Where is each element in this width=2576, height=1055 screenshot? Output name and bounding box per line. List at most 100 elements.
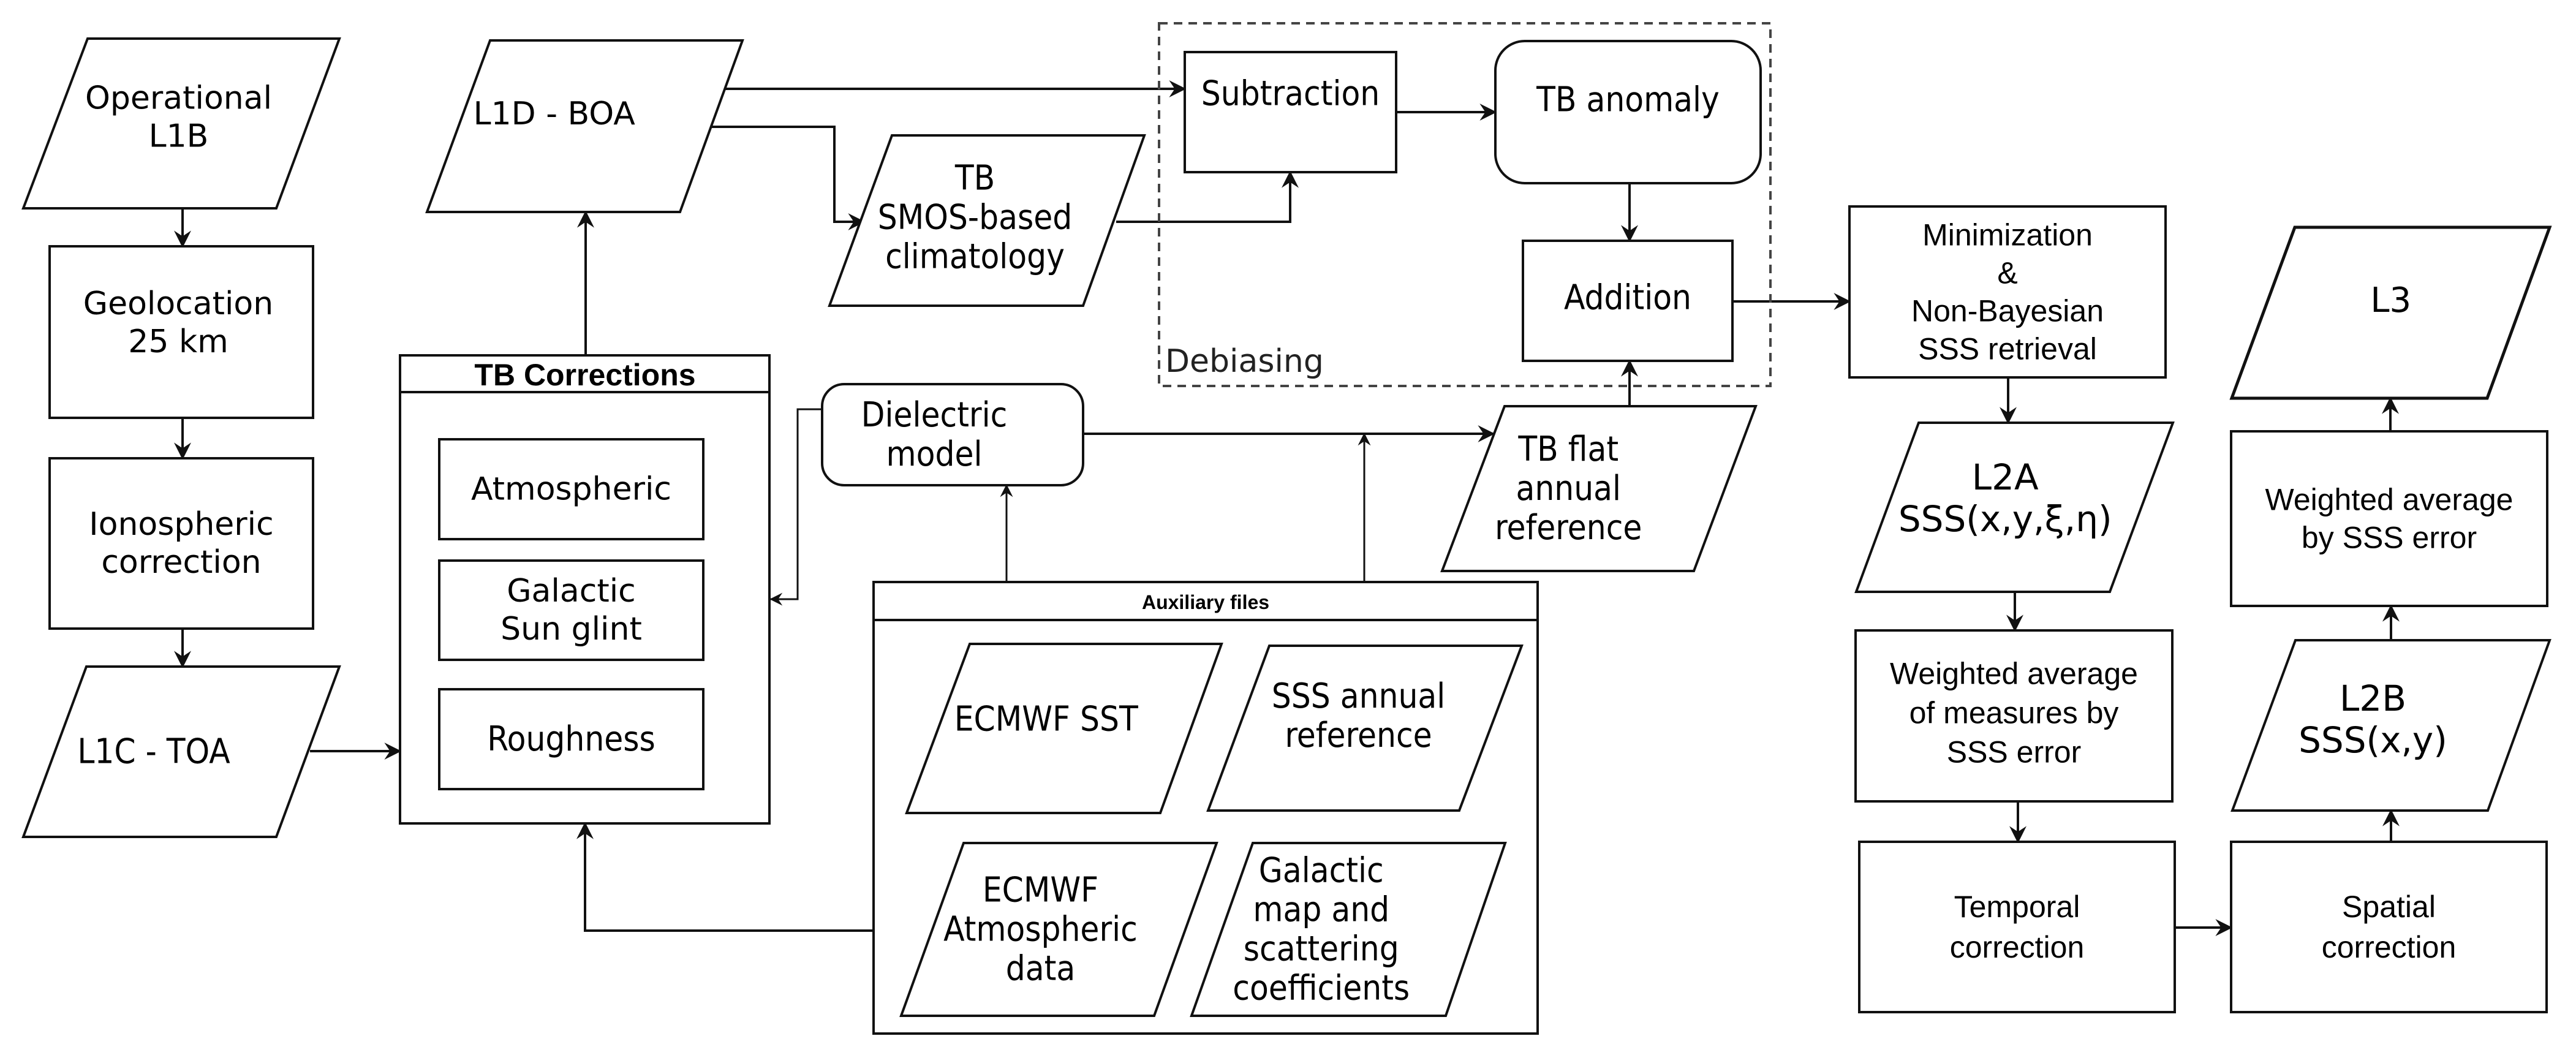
subtraction-shape — [1184, 51, 1397, 173]
ionospheric-label-line: Ionospheric — [89, 506, 273, 543]
ecmwf-sst-node: ECMWF SST — [905, 643, 1223, 814]
l2b-label-line: L2B — [2340, 678, 2406, 719]
galactic-sunglint-label-line: Galactic — [507, 573, 636, 610]
weighted-measures-label-line: of measures by — [1909, 696, 2119, 730]
spatial-correction-shape — [2230, 841, 2548, 1013]
atmospheric-label-line: Atmospheric — [471, 471, 671, 508]
ionospheric-label-line: correction — [101, 544, 261, 581]
ecmwf-atmospheric-label-line: ECMWF — [983, 871, 1098, 910]
dielectric-model-shape — [821, 383, 1084, 486]
debiasing-group: Debiasing — [1158, 22, 1772, 387]
minimization-label-line: Minimization — [1922, 218, 2093, 252]
ecmwf-atmospheric-label-line: data — [1006, 949, 1075, 989]
edge-l1d-boa-to-tb-smos-climatology — [711, 126, 866, 230]
tb-corrections-header: TB Corrections — [474, 358, 695, 392]
dielectric-model-label-line: model — [886, 434, 983, 474]
l2a-label-line: SSS(x,y,ξ,η) — [1898, 498, 2112, 540]
l2a-shape — [1854, 422, 2175, 593]
l1c-toa-shape — [21, 665, 341, 838]
minimization-shape — [1848, 205, 2167, 379]
geolocation-label-line: 25 km — [128, 323, 228, 360]
edge-ecmwf-atmospheric-to-tb-corrections — [576, 822, 940, 932]
tb-flat-reference-label-line: annual — [1516, 469, 1621, 509]
spatial-correction-label-line: Spatial — [2342, 890, 2436, 924]
l3-node: L3 — [2229, 225, 2552, 400]
sss-annual-reference-label-line: SSS annual — [1272, 676, 1446, 716]
l1d-boa-shape — [425, 39, 744, 213]
edge-dielectric-model-to-tb-corrections — [769, 408, 822, 606]
ecmwf-sst-shape — [905, 643, 1223, 814]
spatial-correction-node: Spatial correction — [2230, 841, 2548, 1013]
tb-smos-climatology-label-line: climatology — [885, 237, 1065, 277]
l1c-toa-label-line: L1C - TOA — [77, 732, 230, 772]
auxiliary-files-header: Auxiliary files — [1142, 591, 1269, 613]
addition-node: Addition — [1522, 240, 1734, 362]
l3-shape — [2229, 225, 2552, 400]
galactic-map-label-line: map and — [1253, 890, 1389, 930]
operational-l1b-label-line: L1B — [149, 118, 209, 155]
galactic-map-shape — [1190, 842, 1507, 1017]
subtraction-node: Subtraction — [1184, 51, 1397, 173]
tb-anomaly-label-line: TB anomaly — [1536, 80, 1720, 120]
galactic-map-label-line: scattering — [1244, 929, 1399, 969]
tb-smos-climatology-label-line: SMOS-based — [878, 198, 1072, 238]
geolocation-shape — [48, 245, 314, 419]
weighted-measures-label-line: Weighted average — [1890, 657, 2138, 691]
weighted-sss-error-node: Weighted average by SSS error — [2230, 430, 2548, 607]
tb-flat-reference-label-line: reference — [1495, 508, 1642, 548]
weighted-measures-label-line: SSS error — [1947, 735, 2082, 770]
spatial-correction-label-line: correction — [2322, 930, 2457, 964]
ecmwf-atmospheric-shape — [899, 842, 1218, 1017]
temporal-correction-label-line: Temporal — [1954, 890, 2080, 924]
geolocation-label-line: Geolocation — [83, 285, 273, 322]
weighted-measures-node: Weighted average of measures by SSS error — [1854, 629, 2174, 803]
l3-label-line: L3 — [2370, 281, 2411, 320]
l2b-shape — [2230, 639, 2551, 812]
addition-label-line: Addition — [1564, 278, 1691, 318]
weighted-sss-error-label-line: by SSS error — [2302, 521, 2477, 555]
tb-anomaly-shape — [1494, 40, 1762, 184]
minimization-label-line: SSS retrieval — [1918, 332, 2097, 366]
atmospheric-node: Atmospheric — [438, 438, 704, 540]
tb-anomaly-node: TB anomaly — [1494, 40, 1762, 184]
subtraction-label-line: Subtraction — [1201, 74, 1380, 114]
debiasing-container — [1158, 22, 1772, 387]
galactic-map-label-line: Galactic — [1259, 851, 1384, 891]
l2a-label-line: L2A — [1972, 456, 2039, 498]
l2b-label-line: SSS(x,y) — [2298, 719, 2447, 761]
weighted-sss-error-shape — [2230, 430, 2548, 607]
temporal-correction-node: Temporal correction — [1858, 841, 2176, 1013]
addition-shape — [1522, 240, 1734, 362]
tb-flat-reference-label-line: TB flat — [1517, 429, 1618, 469]
atmospheric-shape — [438, 438, 704, 540]
sss-annual-reference-shape — [1206, 645, 1524, 812]
galactic-sunglint-label-line: Sun glint — [500, 611, 642, 648]
roughness-label-line: Roughness — [487, 719, 655, 759]
weighted-sss-error-label-line: Weighted average — [2265, 483, 2514, 517]
roughness-node: Roughness — [438, 688, 704, 790]
operational-l1b-shape — [21, 37, 341, 210]
l1c-toa-node: L1C - TOA — [21, 665, 341, 838]
tb-flat-reference-shape — [1440, 405, 1758, 572]
operational-l1b-label-line: Operational — [85, 80, 272, 117]
temporal-correction-shape — [1858, 841, 2176, 1013]
ecmwf-sst-label-line: ECMWF SST — [954, 700, 1138, 739]
l1d-boa-node: L1D - BOA — [425, 39, 744, 213]
temporal-correction-label-line: correction — [1950, 930, 2085, 964]
dielectric-model-label-line: Dielectric — [861, 395, 1008, 435]
minimization-label-line: Non-Bayesian — [1911, 294, 2104, 328]
l1d-boa-label-line: L1D - BOA — [474, 96, 636, 132]
sss-annual-reference-label-line: reference — [1285, 716, 1432, 755]
